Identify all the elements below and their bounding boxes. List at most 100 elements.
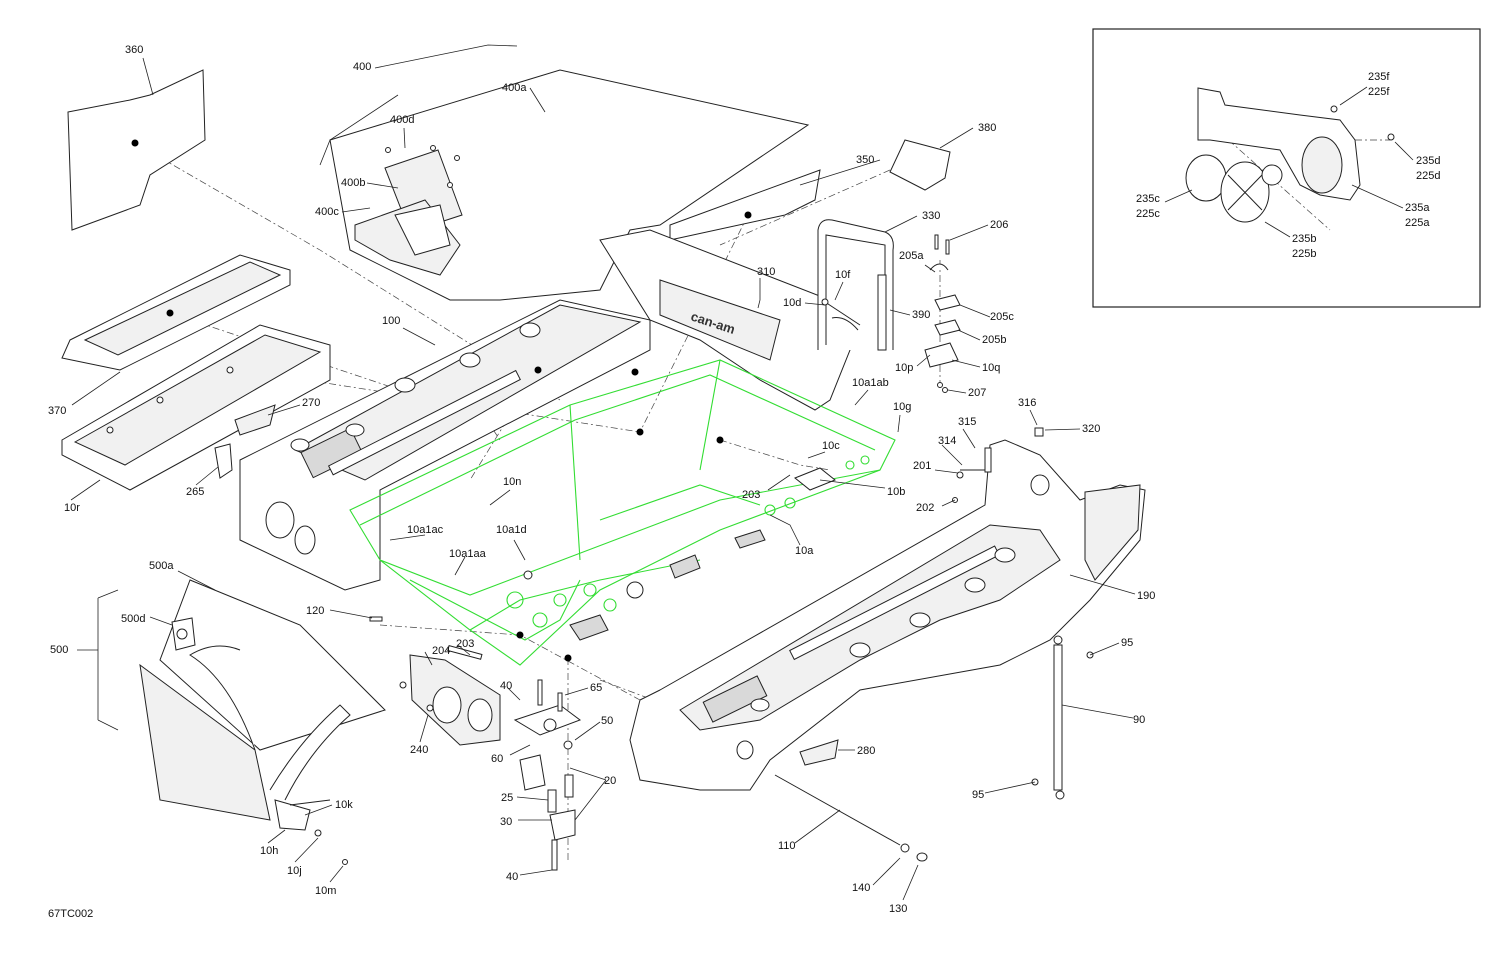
part-205-hardware [924,234,961,393]
label-350: 350 [856,154,874,166]
label-400b: 400b [341,177,365,189]
label-314: 314 [938,435,956,447]
label-320: 320 [1082,423,1100,435]
part-500-tailgate [139,579,386,865]
label-110: 110 [778,840,796,852]
label-50: 50 [601,715,613,727]
inset-box [1092,28,1481,308]
label-310: 310 [757,266,775,278]
part-skid-pads [569,467,836,641]
label-400d: 400d [390,114,414,126]
label-10k: 10k [335,799,353,811]
label-225b: 225b [1292,248,1316,260]
label-10c: 10c [822,440,840,452]
label-204: 204 [432,645,450,657]
part-330-handle [817,219,894,351]
label-10g: 10g [893,401,911,413]
label-10j: 10j [287,865,302,877]
label-280: 280 [857,745,875,757]
label-10a: 10a [795,545,814,557]
label-203-top: 203 [742,489,760,501]
part-310-rear-panel: can-am [599,229,851,411]
part-380-bracket [889,139,951,191]
label-500a: 500a [149,560,174,572]
label-235c: 235c [1136,193,1160,205]
label-10a1ac: 10a1ac [407,524,444,536]
label-500d: 500d [121,613,145,625]
label-235a: 235a [1405,202,1430,214]
label-400: 400 [353,61,371,73]
part-90-shock [1031,635,1094,800]
label-225a: 225a [1405,217,1430,229]
label-10a1d: 10a1d [496,524,527,536]
label-235b: 235b [1292,233,1316,245]
label-205b: 205b [982,334,1006,346]
label-265: 265 [186,486,204,498]
label-10a1ab: 10a1ab [852,377,889,389]
part-265-bracket [214,443,233,479]
label-95-upper: 95 [1121,637,1133,649]
label-205a: 205a [899,250,924,262]
label-10h: 10h [260,845,278,857]
label-10a1aa: 10a1aa [449,548,487,560]
label-330: 330 [922,210,940,222]
part-10d-pin [821,298,861,331]
callout-labels: 360 400 400a 400d 400b 400c 380 350 330 … [48,44,1440,920]
part-10r-shield [61,324,331,491]
part-400a-cover [329,69,810,301]
part-270-plate [234,404,276,436]
label-270: 270 [302,397,320,409]
label-100: 100 [382,315,400,327]
label-360: 360 [125,44,143,56]
label-30: 30 [500,816,512,828]
part-100-frame [239,299,651,591]
label-201: 201 [913,460,931,472]
label-225d: 225d [1416,170,1440,182]
label-380: 380 [978,122,996,134]
part-370-shield [61,254,291,371]
label-40-lower: 40 [506,871,518,883]
label-120: 120 [306,605,324,617]
part-360-panel [67,69,206,231]
label-140: 140 [852,882,870,894]
label-95-lower: 95 [972,789,984,801]
part-bolts-right [952,427,1044,503]
label-205c: 205c [990,311,1014,323]
label-90: 90 [1133,714,1145,726]
label-225c: 225c [1136,208,1160,220]
label-130: 130 [889,903,907,915]
label-240: 240 [410,744,428,756]
part-10a-subframe [349,359,896,666]
label-10q: 10q [982,362,1000,374]
label-225f: 225f [1368,86,1390,98]
part-240-bracket [399,645,501,746]
diagram-code: 67TC002 [48,908,93,920]
label-235f: 235f [1368,71,1390,83]
label-10f: 10f [835,269,851,281]
label-315: 315 [958,416,976,428]
label-40-upper: 40 [500,680,512,692]
label-202: 202 [916,502,934,514]
label-20: 20 [604,775,616,787]
label-10b: 10b [887,486,905,498]
part-20-hitch [369,570,582,871]
label-60: 60 [491,753,503,765]
part-110-shaft [774,774,928,862]
label-390: 390 [912,309,930,321]
label-207: 207 [968,387,986,399]
label-25: 25 [501,792,513,804]
leader-lines [70,44,1414,901]
label-400a: 400a [502,82,527,94]
label-370: 370 [48,405,66,417]
label-65: 65 [590,682,602,694]
label-235d: 235d [1416,155,1440,167]
part-280-plate [799,739,839,766]
label-10n: 10n [503,476,521,488]
label-400c: 400c [315,206,339,218]
label-10p: 10p [895,362,913,374]
label-316: 316 [1018,397,1036,409]
part-190-frame [629,439,1146,791]
label-206: 206 [990,219,1008,231]
label-203-bottom: 203 [456,638,474,650]
